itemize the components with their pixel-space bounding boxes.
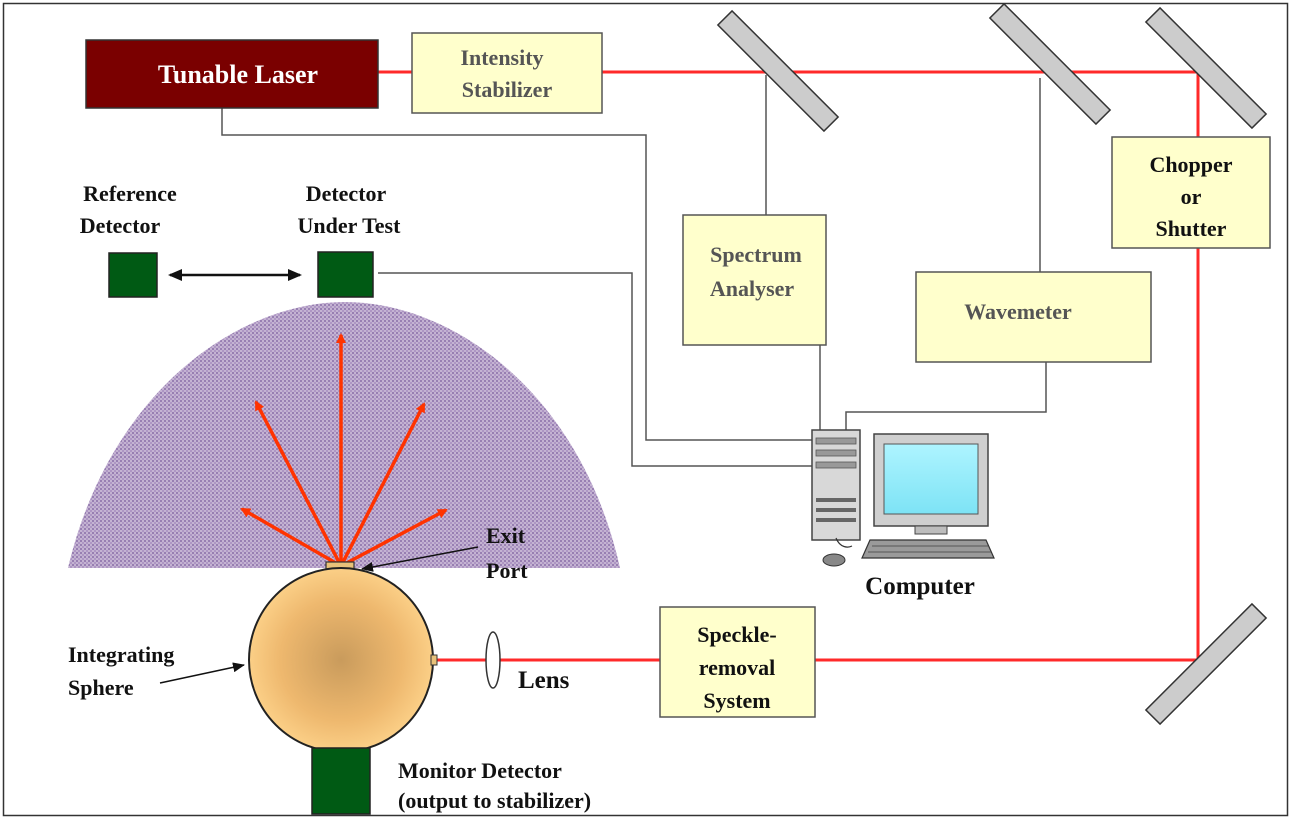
chopper-label-2: or xyxy=(1181,184,1202,209)
reference-detector: Reference Detector xyxy=(80,181,177,298)
tunable-laser-label: Tunable Laser xyxy=(158,60,318,89)
computer-icon xyxy=(811,429,995,567)
speckle-label-3: System xyxy=(703,688,770,713)
detector-under-test-block xyxy=(317,251,374,298)
integrating-sphere-label-2: Sphere xyxy=(68,675,134,700)
input-port xyxy=(430,654,438,666)
intensity-stabilizer: Intensity Stabilizer xyxy=(411,32,603,114)
computer-label: Computer xyxy=(865,573,975,600)
laser-beam-path xyxy=(378,70,1200,662)
speckle-removal-system: Speckle- removal System xyxy=(659,606,816,718)
ray-upper-right xyxy=(339,402,426,567)
chopper-label-1: Chopper xyxy=(1149,152,1232,177)
ray-left xyxy=(240,507,342,568)
tunable-laser: Tunable Laser xyxy=(85,39,379,109)
mirror-1 xyxy=(716,9,840,133)
detector-under-test-label-1: Detector xyxy=(306,181,387,206)
integrating-sphere-label-1: Integrating xyxy=(68,642,174,667)
mirror-2 xyxy=(988,2,1112,126)
chopper-label-3: Shutter xyxy=(1156,216,1227,241)
exit-port-callout: Exit Port xyxy=(361,523,528,583)
emission-arrows xyxy=(240,333,448,568)
intensity-stabilizer-label-2: Stabilizer xyxy=(462,77,553,102)
radiation-dome xyxy=(68,302,620,568)
integrating-sphere-callout: Integrating Sphere xyxy=(68,642,245,700)
wavemeter: Wavemeter xyxy=(915,271,1152,363)
detector-under-test-label-2: Under Test xyxy=(298,213,402,238)
detector-under-test: Detector Under Test xyxy=(298,181,402,298)
spectrum-analyser-label-1: Spectrum xyxy=(710,242,802,267)
mirrors xyxy=(716,2,1268,726)
intensity-stabilizer-label-1: Intensity xyxy=(460,45,543,70)
ray-right xyxy=(340,508,448,568)
monitor-detector-label-2: (output to stabilizer) xyxy=(398,788,591,813)
spectrum-analyser-label-2: Analyser xyxy=(710,276,795,301)
reference-detector-label-2: Detector xyxy=(80,213,161,238)
mirror-4 xyxy=(1144,602,1268,726)
reference-detector-label-1: Reference xyxy=(83,181,177,206)
exit-port-label-2: Port xyxy=(486,558,528,583)
monitor-detector: Monitor Detector (output to stabilizer) xyxy=(311,747,591,815)
exit-port-label-1: Exit xyxy=(486,523,526,548)
speckle-label-1: Speckle- xyxy=(697,622,776,647)
spectrum-analyser: Spectrum Analyser xyxy=(682,214,827,346)
wavemeter-label: Wavemeter xyxy=(964,299,1072,324)
lens: Lens xyxy=(485,631,570,694)
monitor-detector-block xyxy=(311,747,371,815)
chopper-shutter: Chopper or Shutter xyxy=(1111,136,1271,249)
reference-detector-block xyxy=(108,252,158,298)
mirror-3 xyxy=(1144,6,1268,130)
ray-upper-left xyxy=(254,400,343,567)
monitor-detector-label-1: Monitor Detector xyxy=(398,758,562,783)
signal-wires xyxy=(221,75,1047,467)
integrating-sphere xyxy=(248,561,438,753)
lens-label: Lens xyxy=(518,667,570,694)
speckle-label-2: removal xyxy=(699,655,776,680)
